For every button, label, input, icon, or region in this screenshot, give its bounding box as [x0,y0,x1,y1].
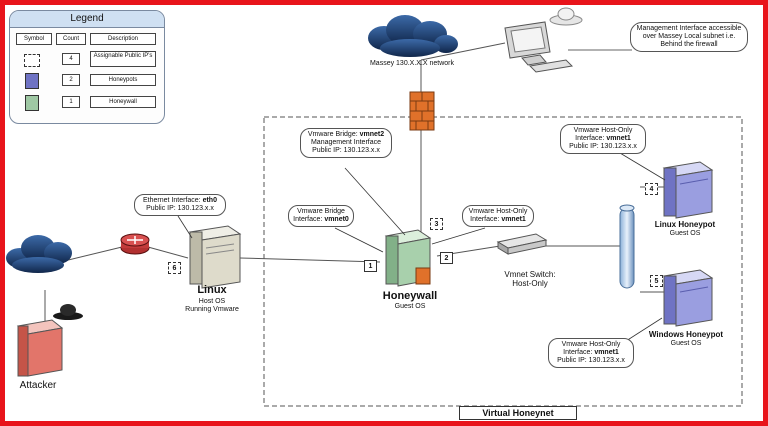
windows-honeypot-callout: Vmware Host-Only Interface: vmnet1 Publi… [548,338,634,368]
windows-honeypot-guest-os-label: Guest OS [670,340,702,347]
network-links [44,42,664,322]
linux-host-server-icon [188,225,242,289]
honeypot-icon [25,73,39,89]
virtual-honeynet-boundary [263,116,743,407]
legend-header-count: Count [56,33,86,45]
honeywall-guest-os-label: Guest OS [394,303,426,310]
vmnet-switch-icon [496,233,548,255]
legend-desc-2: Honeypots [90,74,156,86]
legend-header-description: Description [90,33,156,45]
windows-honeypot-title: Windows Honeypot [648,330,724,339]
ip-badge-2: 2 [440,252,453,264]
linux-host-os-label: Host OS [198,298,226,305]
router-icon [120,233,150,255]
vmware-bridge-vmnet0-callout: Vmware Bridge Interface: vmnet0 [288,205,354,227]
linux-honeypot-server-icon [662,161,714,219]
honeywall-server-icon [384,229,432,287]
linux-host-running-label: Running Vmware [185,306,239,313]
firewall-icon [409,91,435,131]
vmware-bridge-vmnet2-callout: Vmware Bridge: vmnet2 Management Interfa… [300,128,392,158]
legend-header-symbol: Symbol [16,33,52,45]
ip-badge-1: 1 [364,260,377,272]
management-interface-callout: Management Interface accessible over Mas… [630,22,748,52]
windows-honeypot-server-icon [662,269,714,327]
attacker-machine-icon [16,319,64,377]
legend-count-3: 1 [62,96,80,108]
black-hat-icon [53,304,83,320]
attacker-label: Attacker [19,380,57,391]
dashed-box-icon [24,54,40,67]
legend-count-2: 2 [62,74,80,86]
massey-network-label: Massey 130.X.X.X network [369,60,455,67]
vmnet-switch-label: Vmnet Switch: Host-Only [504,270,556,288]
callout-pointers [177,49,666,351]
honeywall-icon [25,95,39,111]
honeywall-title: Honeywall [382,290,438,302]
ip-badge-5: 5 [650,275,663,287]
legend-panel: Legend Symbol Count Description 4 Assign… [9,10,165,124]
linux-honeypot-callout: Vmware Host-Only Interface: vmnet1 Publi… [560,124,646,154]
ip-badge-6: 6 [168,262,181,274]
host-only-bus-icon [619,204,635,289]
internet-cloud-icon [6,235,72,273]
vmware-hostonly-vmnet1-callout: Vmware Host-Only Interface: vmnet1 [462,205,534,227]
linux-host-title: Linux [197,284,227,296]
legend-desc-1: Assignable Public IP's [90,51,156,67]
linux-honeypot-guest-os-label: Guest OS [669,230,701,237]
legend-desc-3: Honeywall [90,96,156,108]
massey-cloud-icon [368,15,458,57]
legend-title: Legend [10,11,164,28]
legend-count-1: 4 [62,53,80,65]
ethernet-eth0-callout: Ethernet Interface: eth0 Public IP: 130.… [134,194,226,216]
linux-honeypot-title: Linux Honeypot [654,220,716,229]
ip-badge-4: 4 [645,183,658,195]
ip-badge-3: 3 [430,218,443,230]
white-hat-icon [549,7,583,26]
management-workstation-icon [504,21,574,73]
virtual-honeynet-label: Virtual Honeynet [459,406,577,420]
